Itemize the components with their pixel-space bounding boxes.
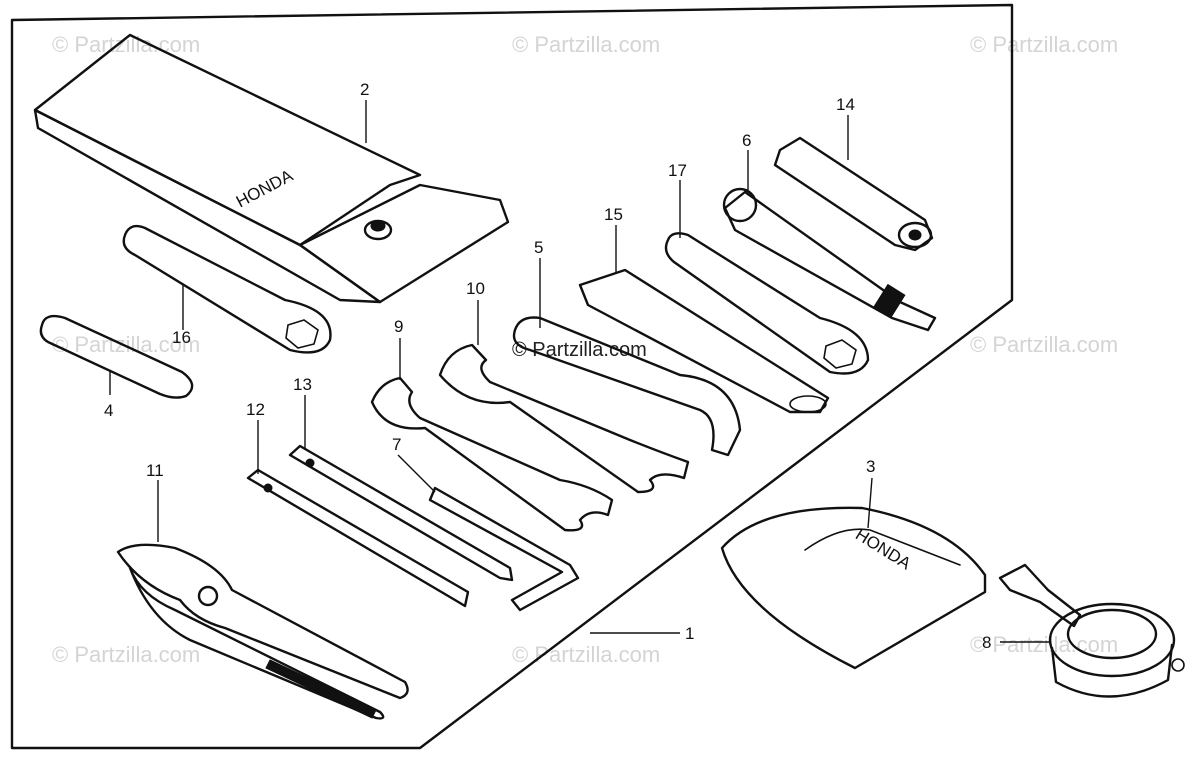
callout-3: 3: [866, 457, 875, 476]
watermark-3: © Partzilla.com: [970, 32, 1118, 57]
pliers: [116, 543, 409, 720]
callout-15: 15: [604, 205, 623, 224]
watermark-5: © Partzilla.com: [970, 332, 1118, 357]
callout-1: 1: [685, 624, 694, 643]
flat-strip-tool: [39, 314, 194, 399]
double-open-wrench-9: [370, 376, 614, 532]
callout-7: 7: [392, 435, 401, 454]
double-open-wrench-10: [438, 343, 690, 494]
callout-16: 16: [172, 328, 191, 347]
callout-14: 14: [836, 95, 855, 114]
watermark-6: © Partzilla.com: [52, 642, 200, 667]
callout-11: 11: [146, 461, 164, 480]
open-end-wrench-5: [512, 316, 742, 457]
screwdriver-12: [246, 468, 470, 608]
bar-handle: [578, 268, 830, 414]
callout-4: 4: [104, 401, 113, 420]
callout-2: 2: [360, 80, 369, 99]
callout-5: 5: [534, 238, 543, 257]
tire-gauge-pouch: HONDA: [720, 506, 987, 670]
spark-plug-wrench: [722, 187, 937, 332]
gauge-pouch-branding: HONDA: [852, 525, 915, 574]
watermark-8: © Partzilla.com: [970, 632, 1118, 657]
leader-lines: [109, 100, 1050, 643]
pouch-branding-text: HONDA: [233, 166, 297, 212]
callout-labels: 1 2 3 4 5 6 7 8 9 10 11 12 13 14 15 16 1…: [104, 80, 991, 652]
watermarks: © Partzilla.com © Partzilla.com © Partzi…: [52, 32, 1118, 667]
callout-8: 8: [982, 633, 991, 652]
callout-9: 9: [394, 317, 403, 336]
tire-pressure-gauge: [998, 563, 1185, 698]
kit-boundary-outline: [10, 3, 1014, 750]
callout-17: 17: [668, 161, 687, 180]
ring-wrench: [664, 232, 870, 375]
watermark-2: © Partzilla.com: [512, 32, 660, 57]
screwdriver-13: [288, 444, 514, 582]
watermark-1: © Partzilla.com: [52, 32, 200, 57]
callout-10: 10: [466, 279, 485, 298]
watermark-7: © Partzilla.com: [512, 642, 660, 667]
callout-12: 12: [246, 400, 265, 419]
tool-bag-pouch: HONDA: [33, 33, 510, 304]
watermark-4: © Partzilla.com: [52, 332, 200, 357]
callout-13: 13: [293, 375, 312, 394]
hex-key-wrench: [428, 486, 580, 612]
callout-6: 6: [742, 131, 751, 150]
screwdriver-handle: [773, 136, 934, 252]
box-end-wrench: [122, 224, 332, 354]
